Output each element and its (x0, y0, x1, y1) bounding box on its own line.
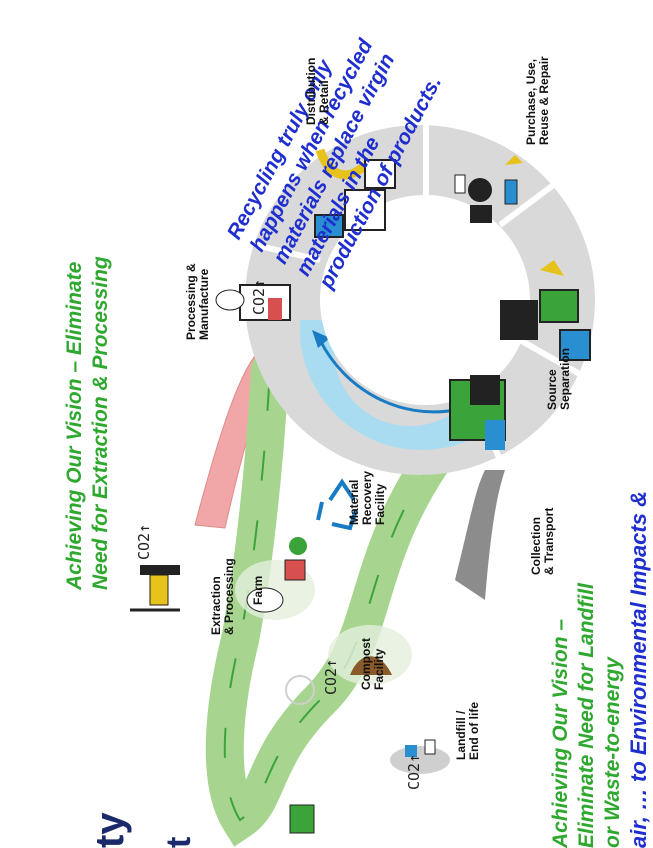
mrf-recycle-icon (316, 478, 358, 531)
purchase-icons (454, 155, 523, 223)
label-distribution: Distribution& Retail (304, 57, 331, 125)
vision-extraction-line-2: Need for Extraction & Processing (89, 256, 112, 590)
bottom-text: air, … to Environmental Impacts & (626, 491, 651, 848)
farm-icon (235, 537, 315, 620)
mrf-arrow (318, 339, 456, 414)
vision-extraction: Achieving Our Vision – Eliminate Need fo… (62, 256, 114, 590)
co2-marker-processing: CO2↑ (250, 278, 268, 315)
co2-marker-compost: CO2↑ (322, 658, 340, 695)
vision-landfill-line-1: Achieving Our Vision – (549, 618, 572, 848)
left-partial-title: ty (88, 812, 132, 848)
collection-truck-icon (449, 375, 506, 450)
compost-icon (328, 625, 412, 685)
mrf-arrowhead (312, 330, 330, 348)
co2-marker-landfill: CO2↑ (405, 753, 423, 790)
vision-extraction-line-1: Achieving Our Vision – Eliminate (63, 261, 86, 590)
label-purchase: Purchase, Use,Reuse & Repair (524, 56, 551, 145)
mrf-arc (299, 320, 480, 450)
source-separation-icons (500, 260, 591, 361)
label-landfill: Landfill /End of life (454, 702, 481, 760)
vision-landfill: Achieving Our Vision – Eliminate Need fo… (548, 583, 626, 848)
landfill-path (455, 470, 505, 600)
landfill-icon (390, 739, 450, 774)
compost-bag-icon (289, 804, 315, 834)
co2-marker-extraction: CO2↑ (135, 523, 153, 560)
inner-circle (320, 195, 530, 405)
extraction-icon (130, 565, 180, 612)
label-collection: Collection& Transport (529, 507, 556, 575)
processing-icons (215, 284, 291, 321)
label-processing: Processing &Manufacture (184, 263, 211, 340)
vision-landfill-line-3: or Waste-to-energy (601, 657, 624, 848)
label-extraction: Extraction& Processing (209, 558, 236, 635)
distribution-icons (314, 148, 396, 238)
organics-loop-arrows (223, 369, 441, 822)
clock-icon (285, 675, 315, 705)
vision-landfill-line-2: Eliminate Need for Landfill (575, 583, 598, 848)
label-farm: Farm (251, 575, 265, 605)
left-partial-title-2: t (160, 836, 198, 848)
